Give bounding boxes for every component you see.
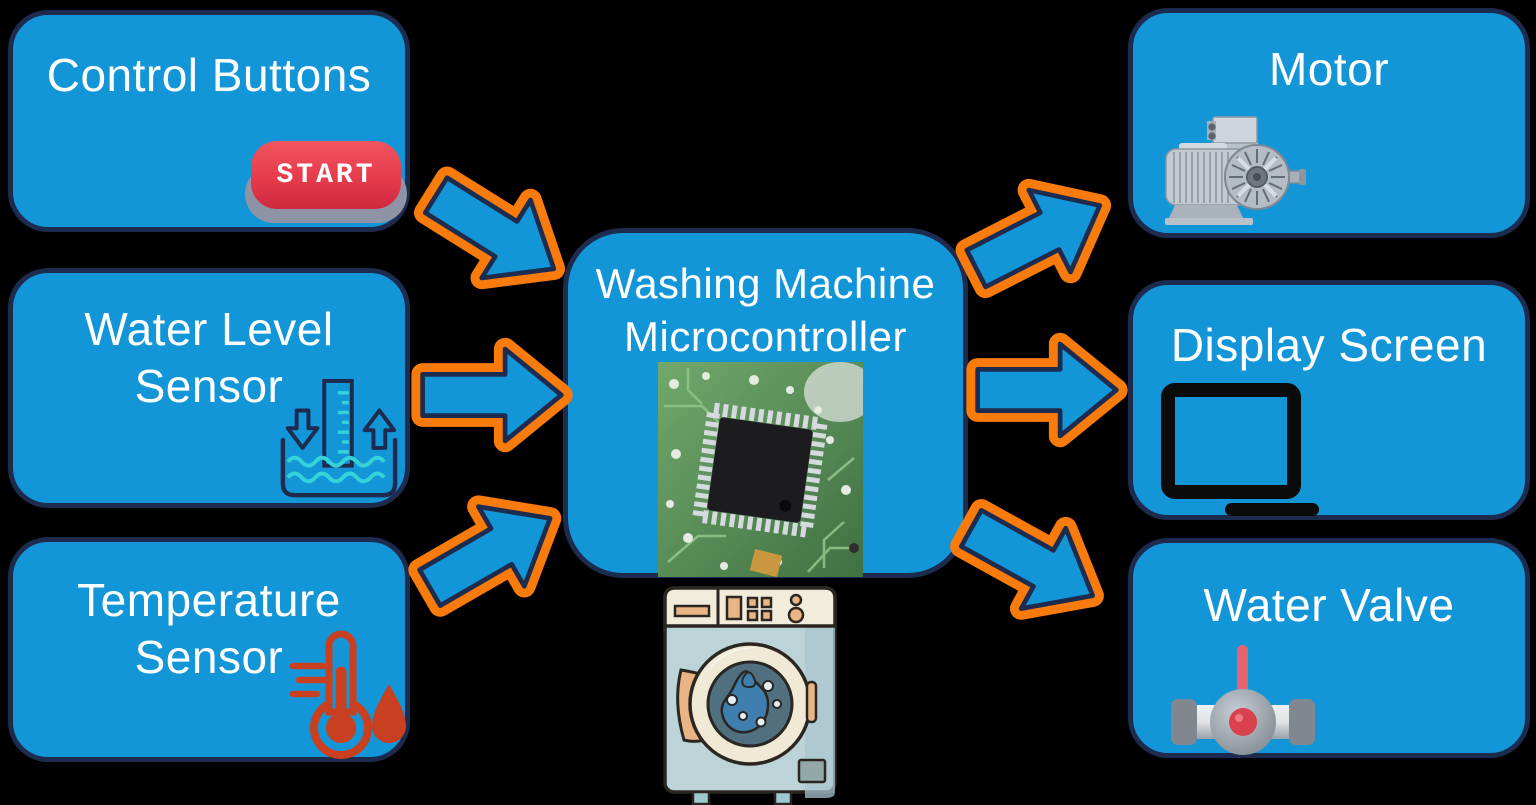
arrow-control-to-mcu: [402, 145, 589, 319]
valve-cap-left: [1171, 699, 1197, 745]
valve-icon: [1171, 645, 1315, 755]
water-splash: [720, 670, 770, 734]
microcontroller-label-line1: Washing Machine: [595, 260, 936, 307]
water-valve-label: Water Valve: [1203, 579, 1455, 631]
door-handle: [805, 680, 818, 724]
motor-port-2: [1208, 132, 1216, 140]
display-screen-label: Display Screen: [1170, 319, 1488, 371]
valve-ball-highlight: [1235, 714, 1243, 722]
start-button-label: START: [276, 159, 376, 191]
motor-feet: [1169, 205, 1243, 218]
droplet-icon: [372, 684, 406, 743]
thermometer-bulb: [326, 713, 356, 743]
panel-display: [725, 595, 743, 621]
node-temperature-sensor: Temperature Sensor: [8, 537, 410, 762]
chip-pin1-dot: [779, 499, 792, 512]
motor-label: Motor: [1268, 43, 1390, 95]
temperature-label-line1: Temperature: [77, 574, 341, 626]
knob-large: [787, 606, 805, 624]
motor-shaft-end: [1299, 169, 1306, 185]
motor-fins: [1173, 152, 1229, 203]
water-level-label-line1: Water Level: [84, 303, 334, 355]
node-water-valve: Water Valve: [1128, 538, 1530, 758]
solder-pads: [666, 372, 859, 570]
temperature-label-line2: Sensor: [134, 631, 284, 683]
washer-feet: [691, 790, 793, 805]
knob-small: [789, 593, 803, 607]
valve-handle-ball: [1229, 708, 1257, 736]
water-container: [280, 437, 398, 498]
node-display-screen: Display Screen: [1128, 280, 1530, 520]
chip-body: [707, 417, 813, 523]
motor-icon: [1165, 116, 1306, 225]
water-drop: [741, 671, 757, 689]
node-motor: Motor: [1128, 8, 1530, 238]
valve-cap-right: [1289, 699, 1315, 745]
washing-machine-illustration: [663, 586, 837, 805]
water-level-icon: [280, 379, 398, 498]
monitor-stand: [1225, 503, 1319, 516]
control-buttons-label: Control Buttons: [46, 49, 372, 101]
detergent-slot: [673, 604, 711, 618]
thermometer-icon: [289, 630, 406, 759]
arrow-waterlevel-to-mcu: [417, 339, 567, 451]
arrow-mcu-to-display: [972, 334, 1122, 446]
filter-door: [797, 758, 827, 784]
motion-lines: [289, 662, 327, 698]
node-microcontroller: Washing Machine Microcontroller: [563, 228, 968, 578]
ruler-ticks: [338, 391, 349, 454]
panel-buttons: [746, 596, 773, 622]
microcontroller-label-line2: Microcontroller: [624, 313, 907, 360]
motor-base: [1165, 218, 1253, 225]
arrow-down-icon: [285, 408, 320, 450]
microcontroller-chip-photo: [658, 362, 863, 577]
bubbles: [726, 680, 782, 728]
washer-shade: [805, 626, 835, 798]
motor-port-1: [1208, 123, 1216, 131]
motor-hub-center: [1253, 173, 1261, 181]
qfp-chip: [691, 401, 829, 539]
node-water-level-sensor: Water Level Sensor: [8, 268, 410, 508]
motor-junction-box: [1212, 116, 1258, 144]
arrow-temperature-to-mcu: [397, 467, 583, 639]
capacitor: [749, 548, 783, 577]
valve-handle-stem: [1237, 645, 1248, 701]
node-control-buttons: Control Buttons START: [8, 10, 410, 232]
start-button-cap: START: [251, 141, 401, 209]
water-level-label-line2: Sensor: [134, 360, 284, 412]
arrow-up-icon: [362, 408, 397, 450]
monitor-icon: [1161, 383, 1301, 499]
arrow-mcu-to-motor: [946, 153, 1130, 321]
water-waves: [286, 455, 386, 484]
